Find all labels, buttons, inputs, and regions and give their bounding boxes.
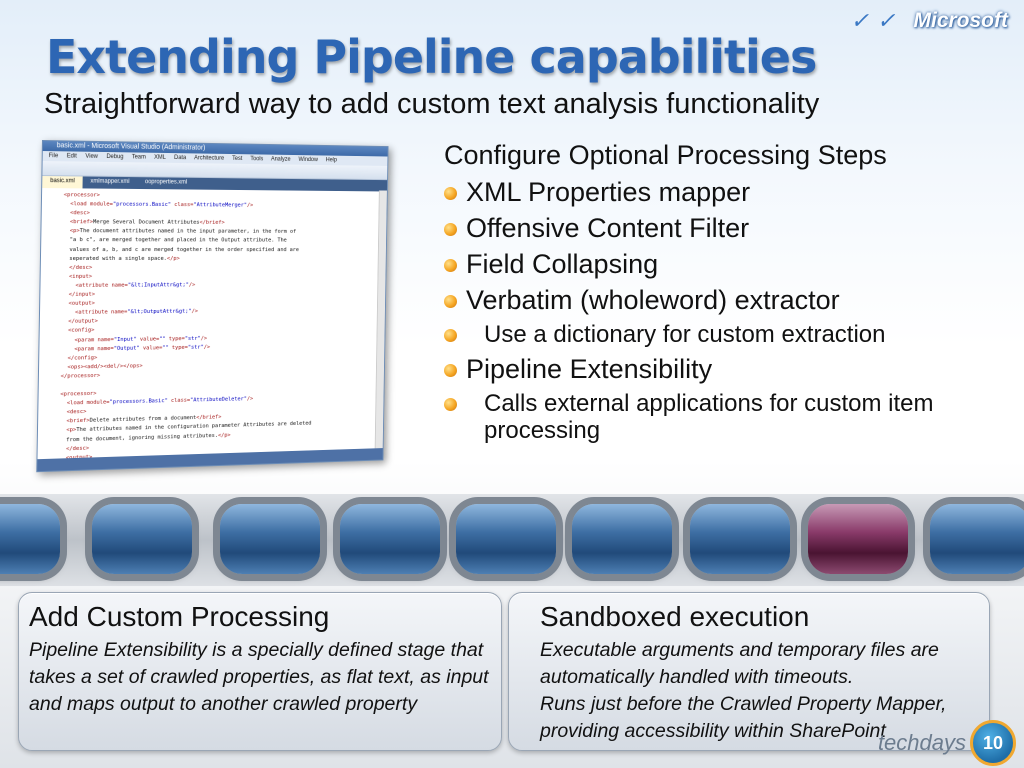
menu-item: Analyze — [270, 156, 291, 163]
pipe-segment — [340, 504, 440, 574]
bullet-icon — [444, 223, 457, 236]
list-item: Calls external applications for custom i… — [444, 390, 1019, 444]
menu-item: File — [48, 153, 59, 160]
editor-code: <processor> <load module="processors.Bas… — [59, 192, 312, 470]
panel-body: Runs just before the Crawled Property Ma… — [540, 693, 947, 742]
list-item: Verbatim (wholeword) extractor — [444, 285, 1019, 315]
menu-item: Debug — [106, 154, 124, 161]
pipe-segment-highlight — [808, 504, 908, 574]
menu-item: View — [85, 153, 98, 160]
editor-screenshot: basic.xml - Microsoft Visual Studio (Adm… — [36, 140, 389, 473]
techdays-text: techdays — [877, 730, 966, 755]
panel-title: Add Custom Processing — [29, 601, 330, 632]
slide-subtitle: Straightforward way to add custom text a… — [44, 88, 820, 120]
list-item: Pipeline Extensibility — [444, 354, 1019, 384]
menu-item: Data — [174, 155, 187, 162]
list-item: XML Properties mapper — [444, 177, 1019, 207]
brand: ✓✓ Microsoft — [851, 8, 1008, 34]
pipe-segment — [930, 504, 1024, 574]
techdays-badge-icon: 10 — [970, 720, 1016, 766]
pipeline-graphic — [0, 494, 1024, 586]
panel-body: Pipeline Extensibility is a specially de… — [29, 639, 489, 715]
pipe-segment — [0, 504, 60, 574]
bullet-icon — [444, 295, 457, 308]
bullet-icon — [444, 364, 457, 377]
panel-sandboxed-execution: Sandboxed execution Executable arguments… — [508, 592, 990, 751]
panel-title: Sandboxed execution — [540, 601, 810, 632]
editor-tab: basic.xml — [42, 176, 83, 189]
bullet-icon — [444, 187, 457, 200]
bullet-icon — [444, 398, 457, 411]
menu-item: Window — [298, 157, 318, 164]
list-item: Use a dictionary for custom extraction — [444, 321, 1019, 348]
slide-title: Extending Pipeline capabilities — [46, 30, 817, 84]
bullet-icon — [444, 259, 457, 272]
menu-item: Team — [131, 154, 146, 161]
menu-item: Edit — [66, 153, 77, 160]
bullet-list: Configure Optional Processing Steps XML … — [444, 140, 1019, 450]
menu-item: Tools — [250, 156, 264, 163]
editor-tab: xmlmapper.xml — [90, 178, 130, 185]
menu-item: Architecture — [193, 155, 225, 162]
list-item: Field Collapsing — [444, 249, 1019, 279]
editor-tab: ooproperties.xml — [144, 179, 188, 186]
panel-body: Executable arguments and temporary files… — [540, 639, 939, 688]
menu-item: Help — [325, 157, 337, 164]
birds-icon: ✓✓ — [850, 8, 904, 33]
bullets-heading: Configure Optional Processing Steps — [444, 140, 887, 170]
pipe-segment — [92, 504, 192, 574]
list-item: Offensive Content Filter — [444, 213, 1019, 243]
bullet-icon — [444, 329, 457, 342]
menu-item: Test — [232, 155, 243, 162]
microsoft-logo: Microsoft — [913, 9, 1009, 32]
pipe-segment — [690, 504, 790, 574]
pipe-segment — [456, 504, 556, 574]
pipe-segment — [572, 504, 672, 574]
pipe-segment — [220, 504, 320, 574]
panel-custom-processing: Add Custom Processing Pipeline Extensibi… — [18, 592, 502, 751]
menu-item: XML — [154, 154, 166, 161]
techdays-logo: techdays 10 — [878, 720, 1016, 766]
